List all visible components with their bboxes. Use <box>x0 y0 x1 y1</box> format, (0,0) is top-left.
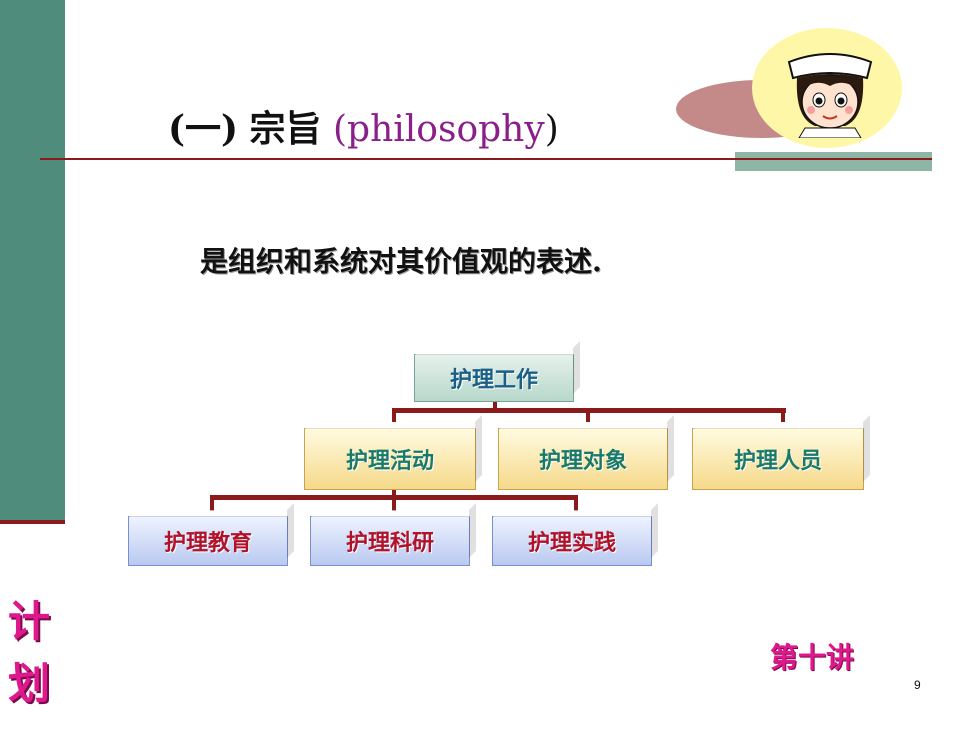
title-prefix: (一) <box>168 108 239 150</box>
org-level3-label: 护理科研 <box>345 530 434 556</box>
connector-to-research <box>392 495 396 511</box>
org-level2-label: 护理人员 <box>733 448 822 474</box>
connector-to-object <box>586 408 590 422</box>
title-close: ) <box>544 109 559 150</box>
sidebar-char-2: 划 <box>8 659 51 708</box>
org-level3-box-education: 护理教育 <box>128 516 288 566</box>
title-rule-band <box>735 152 932 171</box>
connector-root-down <box>493 402 497 412</box>
org-level2-label: 护理对象 <box>538 448 627 474</box>
page-number: 9 <box>914 678 921 692</box>
title-cn: 宗旨 <box>249 108 322 150</box>
left-sidebar-bar <box>0 0 65 520</box>
connector-to-education <box>210 495 214 511</box>
sidebar-char-1: 计 <box>8 597 51 646</box>
connector-to-activity <box>392 408 396 422</box>
org-root-label: 护理工作 <box>449 367 538 393</box>
connector-to-staff <box>781 408 785 422</box>
statement-text: 是组织和系统对其价值观的表述. <box>200 245 602 278</box>
org-level3-box-research: 护理科研 <box>310 516 470 566</box>
page-title: (一) 宗旨 (philosophy) <box>168 100 559 152</box>
title-rule <box>40 158 932 160</box>
connector-to-practice <box>574 495 578 511</box>
org-root-box: 护理工作 <box>414 354 574 402</box>
sidebar-bottom-rule <box>0 520 65 524</box>
org-level2-box-activity: 护理活动 <box>304 428 476 490</box>
org-level3-label: 护理实践 <box>527 530 616 556</box>
org-level2-box-staff: 护理人员 <box>692 428 864 490</box>
org-level3-box-practice: 护理实践 <box>492 516 652 566</box>
org-level2-label: 护理活动 <box>345 448 434 474</box>
connector-activity-down <box>392 490 396 498</box>
org-level2-box-object: 护理对象 <box>498 428 668 490</box>
org-level3-label: 护理教育 <box>163 530 252 556</box>
lecture-label: 第十讲 <box>770 641 855 674</box>
title-en: (philosophy <box>333 109 545 150</box>
nurse-avatar-icon <box>787 53 873 138</box>
